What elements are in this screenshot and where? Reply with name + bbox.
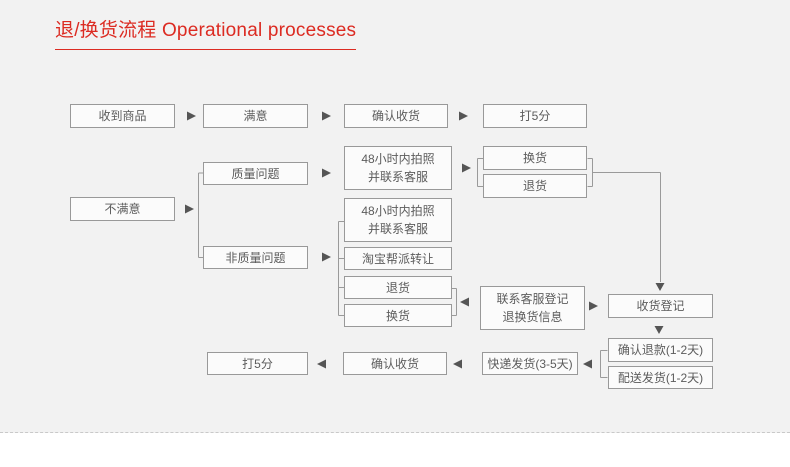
right-arrow-icon (187, 111, 196, 121)
flow-node-satisfied: 满意 (203, 104, 308, 128)
down-arrow-icon (655, 283, 665, 291)
flow-node-rate-five-top: 打5分 (483, 104, 587, 128)
flow-node-exchange-nonquality: 换货 (344, 304, 452, 327)
left-arrow-icon (317, 359, 326, 369)
flow-node-exchange-quality: 换货 (483, 146, 587, 170)
flow-node-receive-goods: 收到商品 (70, 104, 175, 128)
flow-node-non-quality-issue: 非质量问题 (203, 246, 308, 269)
flow-node-unsatisfied: 不满意 (70, 197, 175, 221)
connector-line (198, 172, 203, 258)
right-arrow-icon (459, 111, 468, 121)
flow-node-taobao-transfer: 淘宝帮派转让 (344, 247, 452, 270)
flow-node-contact-service-register: 联系客服登记 退换货信息 (480, 286, 585, 330)
connector-line (587, 158, 661, 282)
left-arrow-icon (583, 359, 592, 369)
page-title: 退/换货流程 Operational processes (55, 15, 357, 50)
flow-node-dispatch-delivery: 配送发货(1-2天) (608, 366, 713, 389)
flow-node-receipt-registration: 收货登记 (608, 294, 713, 318)
flow-node-photo-48h-quality: 48小时内拍照 并联系客服 (344, 146, 452, 190)
flow-node-confirm-receipt-bottom: 确认收货 (343, 352, 447, 375)
flow-node-quality-issue: 质量问题 (203, 162, 308, 185)
flow-node-return-quality: 退货 (483, 174, 587, 198)
right-arrow-icon (462, 163, 471, 173)
flow-node-confirm-refund: 确认退款(1-2天) (608, 338, 713, 362)
flow-node-rate-five-bottom: 打5分 (207, 352, 308, 375)
connector-line (452, 288, 457, 316)
flow-node-express-delivery: 快递发货(3-5天) (482, 352, 578, 375)
down-arrow-icon (654, 326, 664, 334)
left-arrow-icon (453, 359, 462, 369)
flow-node-photo-48h-nonquality: 48小时内拍照 并联系客服 (344, 198, 452, 242)
right-arrow-icon (322, 168, 331, 178)
connector-line (600, 350, 608, 378)
right-arrow-icon (322, 252, 331, 262)
right-arrow-icon (322, 111, 331, 121)
flow-node-confirm-receipt-top: 确认收货 (344, 104, 448, 128)
flow-node-return-nonquality: 退货 (344, 276, 452, 299)
left-arrow-icon (460, 297, 469, 307)
right-arrow-icon (589, 301, 598, 311)
right-arrow-icon (185, 204, 194, 214)
